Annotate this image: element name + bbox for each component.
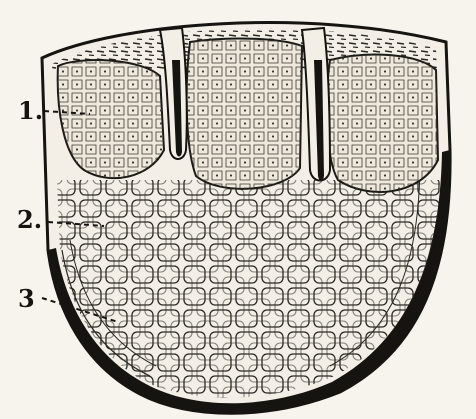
- lobe-center: [187, 39, 302, 189]
- callout-1-label: 1.: [18, 99, 43, 123]
- lobe-right: [327, 55, 438, 192]
- parenchyma-cells-offset: [40, 180, 460, 419]
- callout-3-label: 3: [18, 287, 35, 311]
- callout-2-label: 2.: [17, 208, 42, 232]
